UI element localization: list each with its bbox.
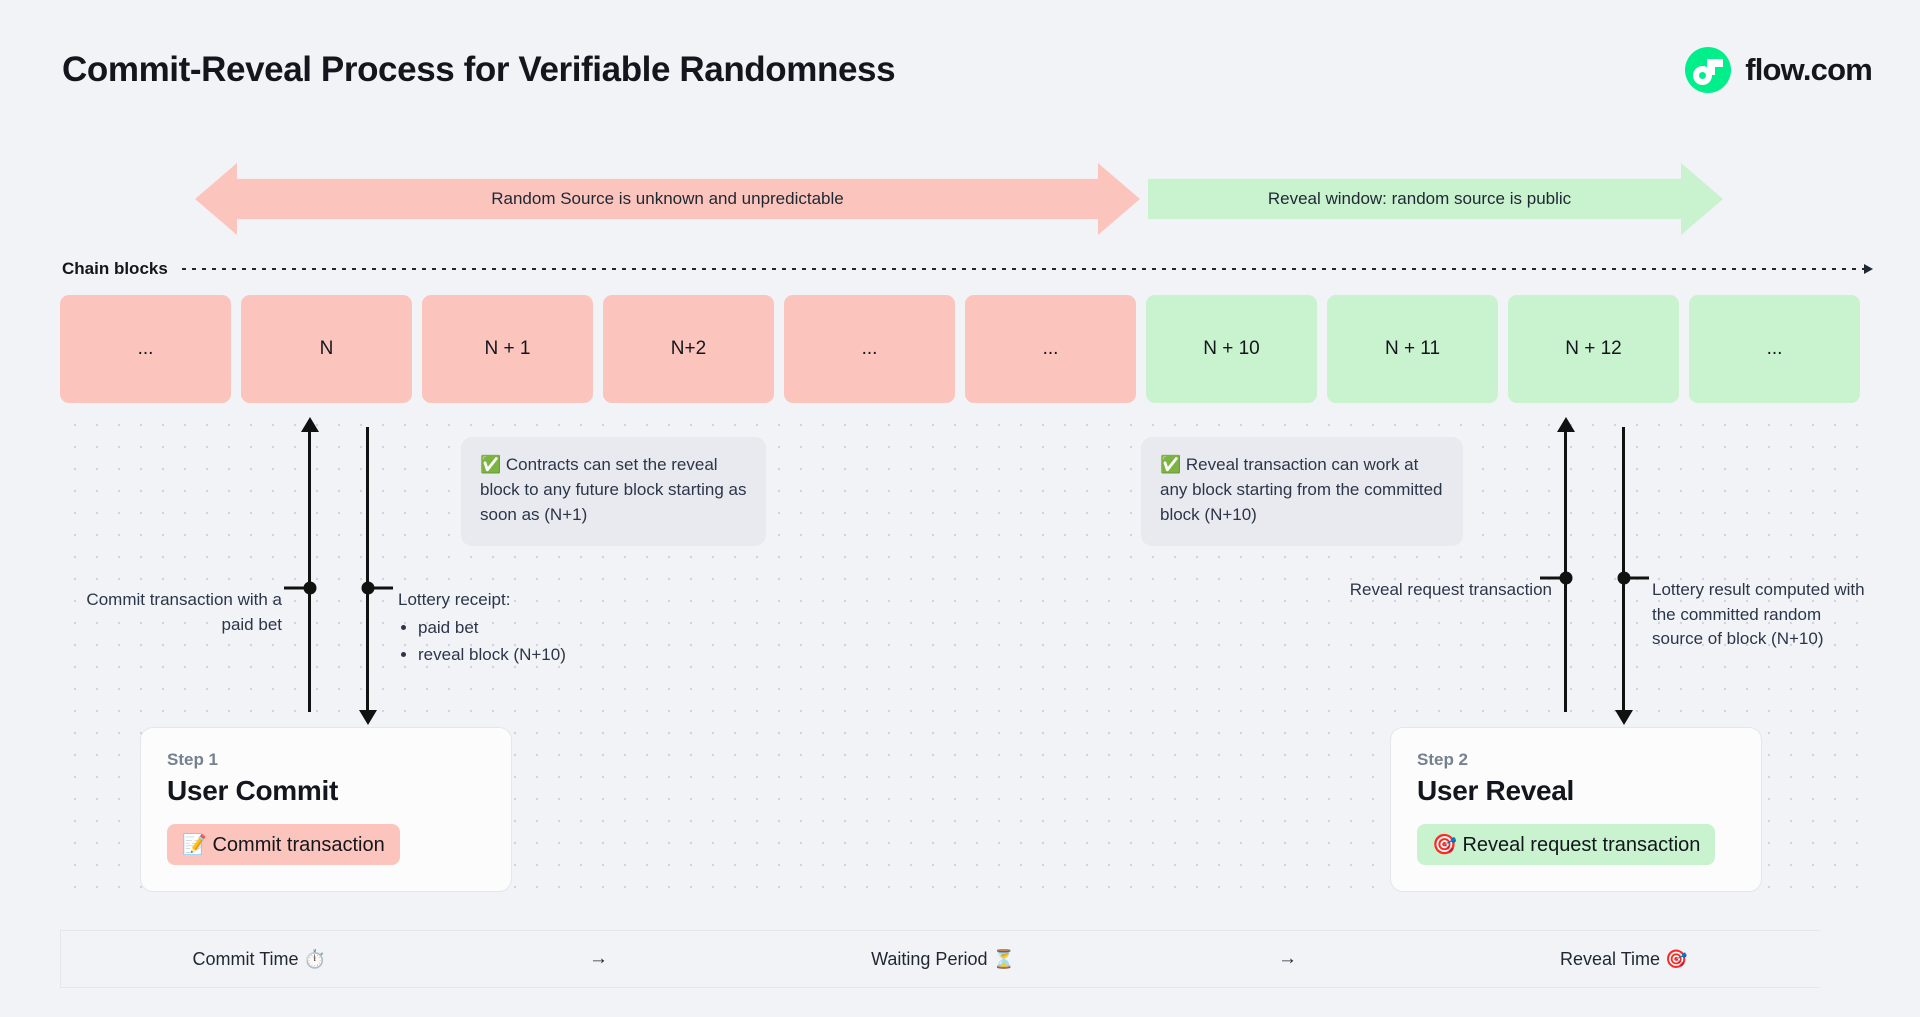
page-title: Commit-Reveal Process for Verifiable Ran… bbox=[62, 50, 896, 89]
phase-timeline-bar: Commit Time ⏱️ → Waiting Period ⏳ → Reveal T… bbox=[60, 930, 1820, 988]
timeline-separator-arrow-icon: → bbox=[589, 948, 609, 969]
target-icon: 🎯 bbox=[1432, 834, 1457, 856]
chain-block-2: N + 1 bbox=[422, 295, 593, 403]
event-line-receipt bbox=[358, 427, 393, 725]
chain-block-0: ... bbox=[60, 295, 231, 403]
chain-axis: Chain blocks bbox=[62, 258, 1874, 280]
list-item: reveal block (N+10) bbox=[418, 643, 728, 668]
step-card-user-commit: Step 1 User Commit 📝 Commit transaction bbox=[140, 727, 512, 892]
phase-timeline: Commit Time ⏱️ → Waiting Period ⏳ → Reveal T… bbox=[60, 930, 1860, 988]
chain-block-6: N + 10 bbox=[1146, 295, 1317, 403]
reveal-request-transaction-pill[interactable]: 🎯 Reveal request transaction bbox=[1417, 824, 1716, 865]
page-header: Commit-Reveal Process for Verifiable Ran… bbox=[62, 42, 1873, 98]
event-connector bbox=[367, 586, 393, 590]
lottery-receipt-title: Lottery receipt: bbox=[398, 590, 511, 609]
step-title: User Reveal bbox=[1417, 775, 1575, 806]
phase-banners: Random Source is unknown and unpredictab… bbox=[195, 163, 1723, 235]
flow-logo-icon bbox=[1685, 47, 1732, 93]
banner-unknown-label: Random Source is unknown and unpredictab… bbox=[491, 189, 844, 208]
chain-block-3: N+2 bbox=[603, 295, 774, 403]
label-commit-transaction: Commit transaction with a paid bet bbox=[86, 590, 282, 634]
chain-block-label: ... bbox=[1042, 338, 1059, 359]
chain-blocks-label: Chain blocks bbox=[62, 259, 168, 278]
chain-block-5: ... bbox=[965, 295, 1136, 403]
chain-block-label: N + 12 bbox=[1565, 338, 1622, 359]
event-line-commit bbox=[284, 417, 319, 712]
event-connector bbox=[284, 586, 310, 590]
chain-block-row: ... N N + 1 N+2...... N + 10 N + 11 N + 12... bbox=[60, 295, 1860, 403]
list-item: paid bet bbox=[418, 616, 728, 641]
event-connector bbox=[1540, 576, 1566, 580]
step-kicker: Step 1 bbox=[167, 750, 219, 769]
arrow-up-icon bbox=[300, 417, 319, 432]
chain-block-7: N + 11 bbox=[1327, 295, 1498, 403]
chain-block-label: ... bbox=[137, 338, 154, 359]
event-connector bbox=[1623, 576, 1649, 580]
chain-block-1: N bbox=[241, 295, 412, 403]
banner-unknown-window: Random Source is unknown and unpredictab… bbox=[195, 163, 1140, 235]
callout-reveal-text: Reveal transaction can work at any block… bbox=[1160, 455, 1443, 524]
chain-block-label: ... bbox=[1766, 338, 1783, 359]
timeline-phase-0: Commit Time ⏱️ bbox=[192, 948, 326, 969]
chain-block-label: N + 11 bbox=[1384, 338, 1441, 359]
chain-block-8: N + 12 bbox=[1508, 295, 1679, 403]
check-icon: ✅ bbox=[480, 455, 502, 474]
arrow-up-icon bbox=[1556, 417, 1575, 432]
callout-commit-text: Contracts can set the reveal block to an… bbox=[480, 455, 747, 524]
commit-transaction-label: Commit transaction bbox=[212, 834, 385, 856]
callout-reveal-flexibility: ✅ Reveal transaction can work at any blo… bbox=[1141, 437, 1463, 546]
callout-commit-flexibility: ✅ Contracts can set the reveal block to … bbox=[461, 437, 766, 546]
brand-name: flow.com bbox=[1745, 52, 1873, 87]
commit-transaction-pill[interactable]: 📝 Commit transaction bbox=[167, 824, 400, 865]
timeline-arrow-icon bbox=[1818, 930, 1860, 988]
lottery-receipt-list: paid bet reveal block (N+10) bbox=[418, 616, 728, 668]
label-lottery-receipt: Lottery receipt: paid bet reveal block (… bbox=[398, 588, 728, 668]
timeline-separator-arrow-icon: → bbox=[1277, 948, 1297, 969]
chain-block-label: N+2 bbox=[670, 338, 707, 359]
chain-block-label: ... bbox=[861, 338, 878, 359]
label-lottery-result: Lottery result computed with the committ… bbox=[1652, 580, 1865, 649]
chain-axis-arrow-icon bbox=[181, 264, 1874, 274]
step-kicker: Step 2 bbox=[1417, 750, 1469, 769]
chain-block-9: ... bbox=[1689, 295, 1860, 403]
reveal-request-transaction-label: Reveal request transaction bbox=[1462, 834, 1701, 856]
check-icon: ✅ bbox=[1160, 455, 1182, 474]
event-line-result bbox=[1614, 427, 1649, 725]
chain-block-4: ... bbox=[784, 295, 955, 403]
banner-reveal-window: Reveal window: random source is public bbox=[1148, 163, 1723, 235]
chain-block-label: N + 1 bbox=[484, 338, 531, 359]
chain-block-label: N bbox=[319, 338, 334, 359]
chain-block-label: N + 10 bbox=[1203, 338, 1260, 359]
arrow-down-icon bbox=[1614, 710, 1633, 725]
brand-logo: flow.com bbox=[1685, 47, 1873, 93]
step-card-user-reveal: Step 2 User Reveal 🎯 Reveal request tran… bbox=[1390, 727, 1762, 892]
memo-icon: 📝 bbox=[182, 834, 207, 856]
timeline-phase-1: Waiting Period ⏳ bbox=[871, 948, 1015, 969]
label-reveal-request: Reveal request transaction bbox=[1349, 580, 1552, 599]
event-line-reveal bbox=[1540, 417, 1575, 712]
step-title: User Commit bbox=[167, 775, 338, 806]
banner-reveal-label: Reveal window: random source is public bbox=[1267, 189, 1572, 208]
timeline-phase-2: Reveal Time 🎯 bbox=[1560, 948, 1688, 969]
arrow-down-icon bbox=[358, 710, 377, 725]
